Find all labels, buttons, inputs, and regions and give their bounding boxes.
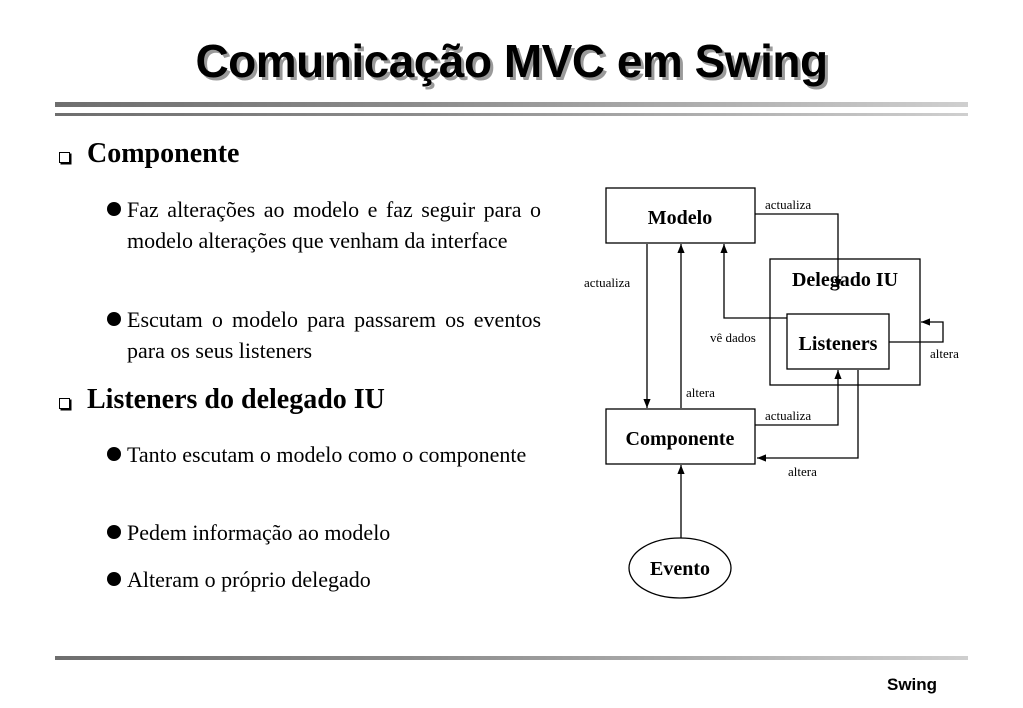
bullet-text: Alteram o próprio delegado — [127, 567, 371, 592]
round-bullet-icon — [107, 202, 121, 216]
label-ve-dados: vê dados — [710, 330, 756, 345]
section-heading-componente: Componente — [87, 138, 240, 169]
label-altera-right: altera — [930, 346, 959, 361]
section-heading-listeners: Listeners do delegado IU — [87, 384, 385, 415]
bullet-text: Pedem informação ao modelo — [127, 520, 391, 545]
title-rule-thick — [55, 102, 968, 107]
edge-listeners-componente — [757, 370, 859, 462]
label-actualiza-mid: actualiza — [765, 408, 811, 423]
bullet-text: Escutam o modelo para passarem os evento… — [127, 307, 541, 363]
title-rule-thin — [55, 113, 968, 116]
square-bullet-icon — [59, 398, 70, 409]
bullet-text: Faz alterações ao modelo e faz seguir pa… — [127, 197, 541, 253]
node-modelo: Modelo — [648, 207, 712, 229]
round-bullet-icon — [107, 312, 121, 326]
node-delegado-box — [769, 258, 921, 386]
node-delegado: Delegado IU — [792, 269, 898, 291]
square-bullet-icon — [59, 152, 70, 163]
round-bullet-icon — [107, 525, 121, 539]
node-evento: Evento — [650, 558, 710, 580]
label-altera-bottom: altera — [788, 464, 817, 479]
edge-modelo-delegado — [755, 213, 842, 288]
round-bullet-icon — [107, 572, 121, 586]
node-modelo-box — [605, 187, 756, 244]
label-altera-mid: altera — [686, 385, 715, 400]
edge-listeners-delegado — [889, 318, 944, 343]
footer-label: Swing — [887, 675, 938, 694]
edge-listeners-modelo — [720, 244, 787, 319]
footer-rule — [55, 656, 968, 660]
edge-componente-listeners — [755, 370, 842, 426]
slide-title: Comunicação MVC em Swing — [195, 35, 828, 87]
node-componente-box — [605, 408, 756, 465]
node-listeners-box — [786, 313, 890, 370]
node-componente: Componente — [626, 428, 735, 450]
node-evento-ellipse — [628, 537, 732, 599]
bullet-text: Tanto escutam o modelo como o componente — [127, 442, 527, 467]
round-bullet-icon — [107, 447, 121, 461]
label-actualiza-top: actualiza — [765, 197, 811, 212]
node-listeners: Listeners — [799, 333, 878, 355]
label-actualiza-left: actualiza — [584, 275, 630, 290]
